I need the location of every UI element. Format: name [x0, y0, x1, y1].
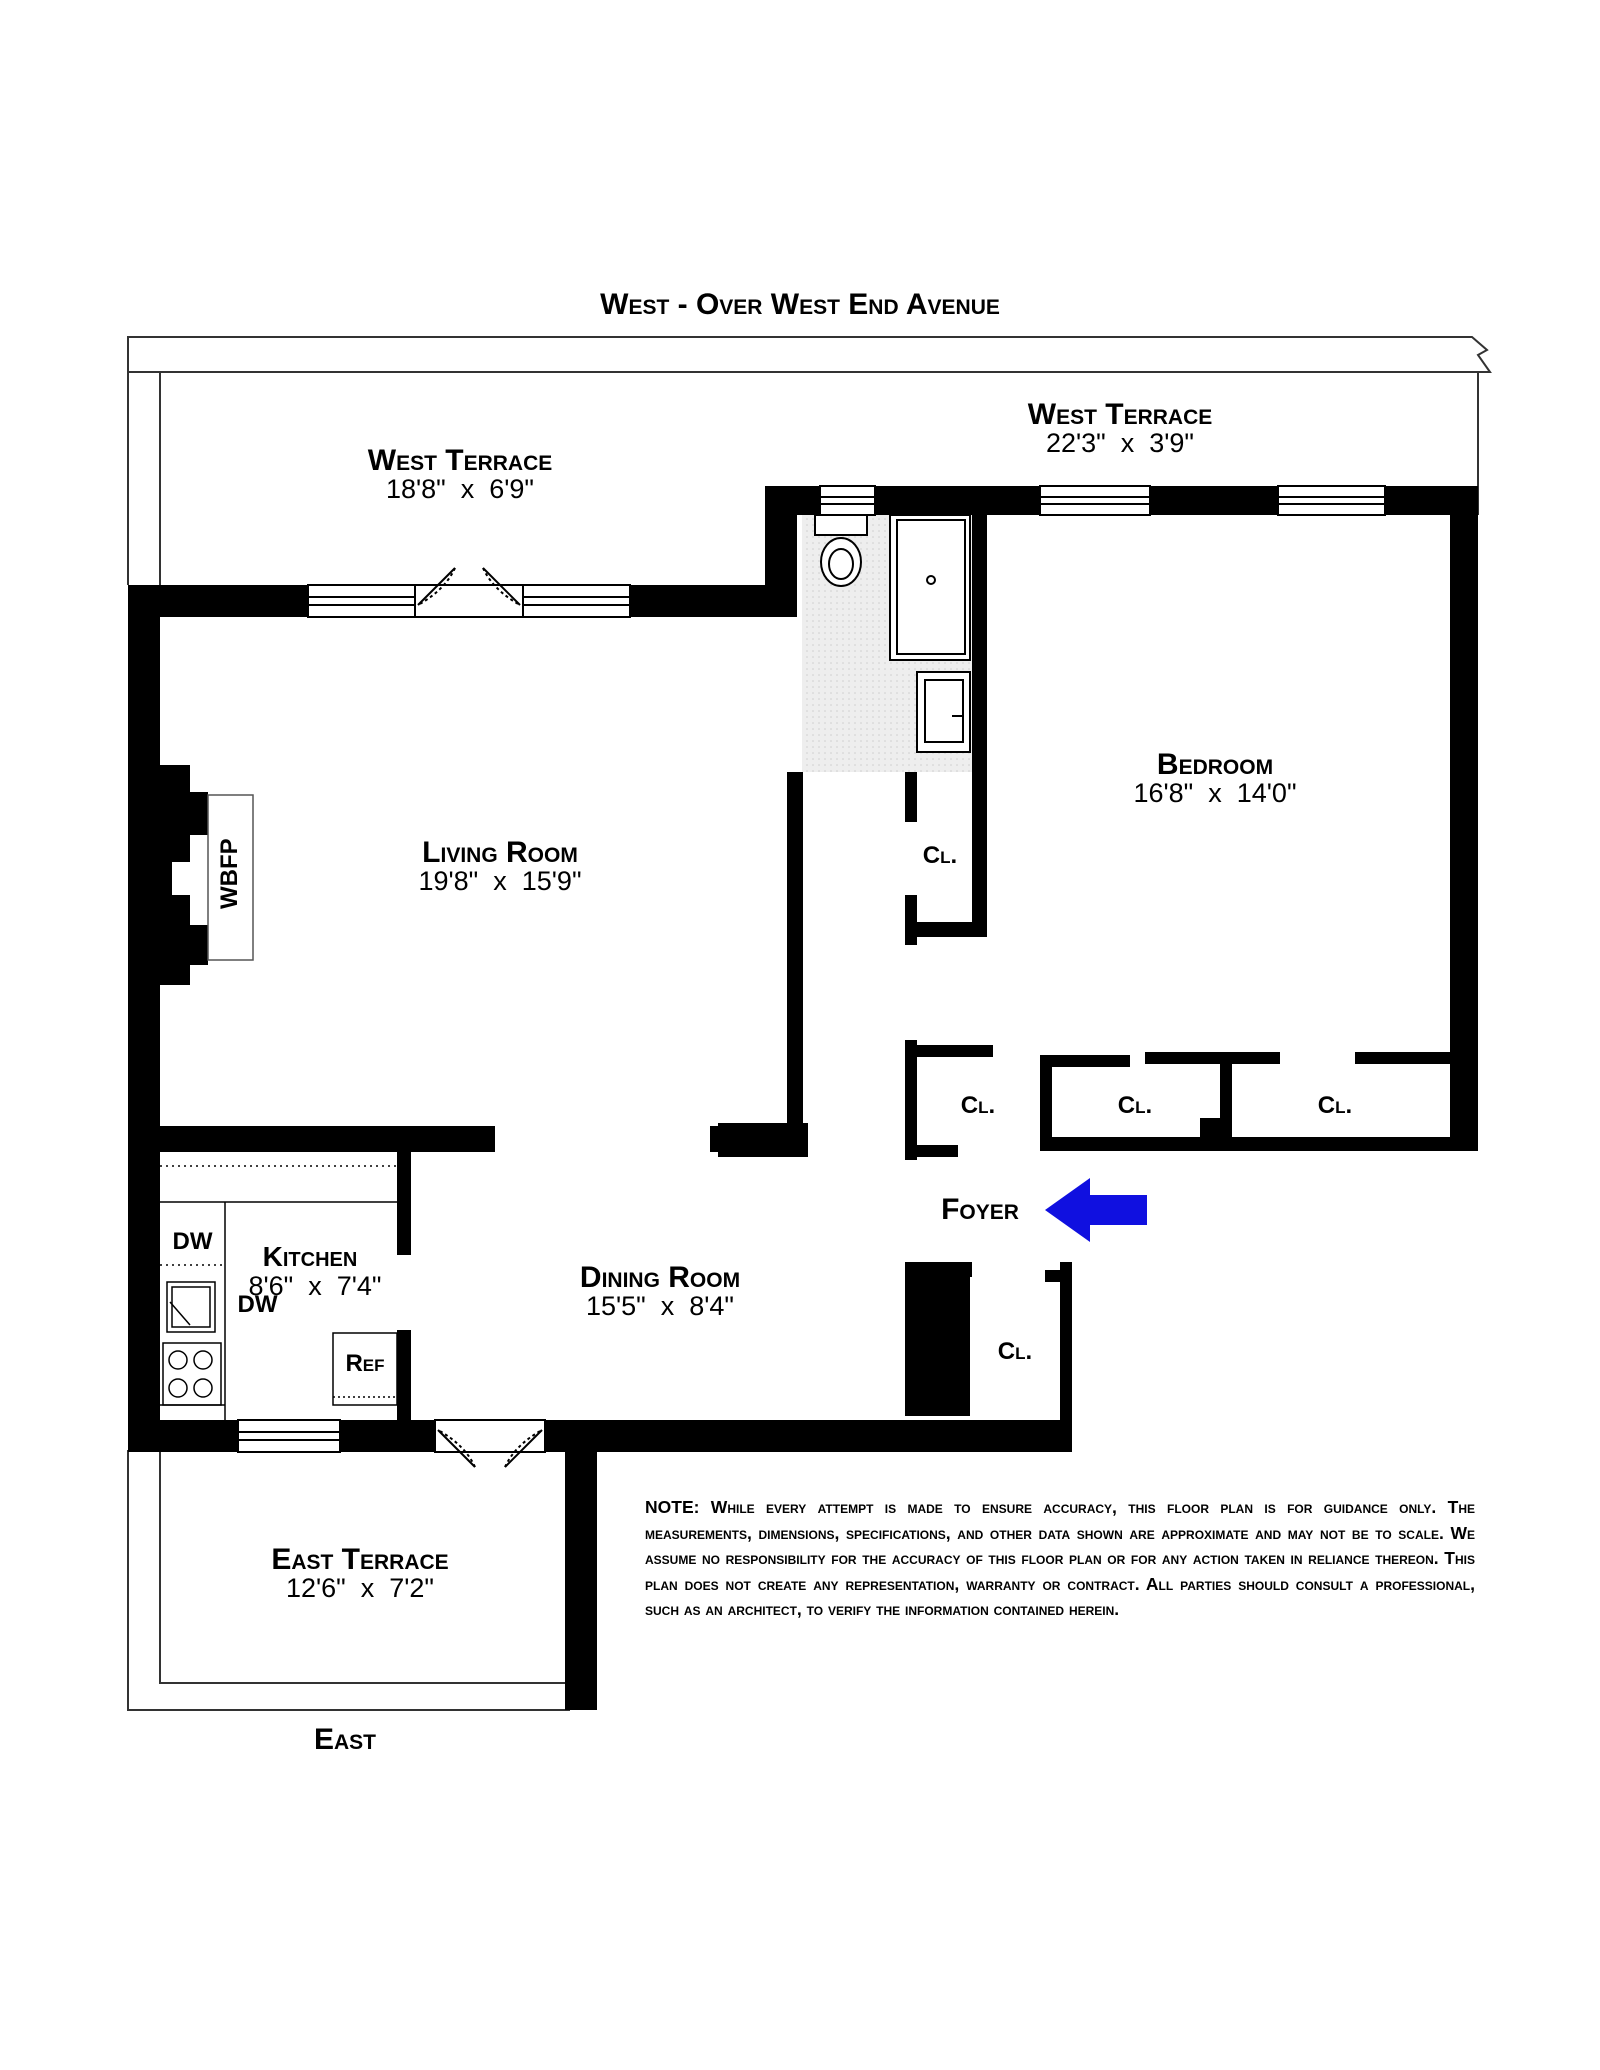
refrigerator-label: Ref [345, 1350, 385, 1377]
living-room-name: Living Room [422, 836, 578, 869]
dishwasher-label-1: DW [172, 1228, 213, 1255]
west-terrace-right-dim: 22'3" x 3'9" [1045, 428, 1195, 458]
dishwasher-label-2: DW [237, 1291, 278, 1318]
hearth [207, 794, 254, 961]
west-terrace-left-dim: 18'8" x 6'9" [385, 474, 535, 504]
west-terrace-right-name: West Terrace [1027, 398, 1213, 431]
dining-room-dim: 15'5" x 8'4" [585, 1291, 735, 1321]
west-terrace-left-name: West Terrace [367, 444, 553, 477]
walls [128, 486, 1478, 1710]
kitchen-name: Kitchen [262, 1241, 358, 1272]
bedroom-name: Bedroom [1156, 748, 1274, 781]
french-doors [414, 567, 546, 1468]
bedroom-dim: 16'8" x 14'0" [1133, 778, 1297, 808]
bath-closet-label: Cl. [922, 842, 958, 869]
east-terrace-name: East Terrace [271, 1543, 449, 1576]
windows [237, 485, 1386, 1453]
east-compass-label: East [313, 1723, 376, 1756]
kitchen-fixtures [160, 1165, 398, 1420]
foyer-closet-2-label: Cl. [997, 1338, 1033, 1365]
west-compass-label: West - Over West End Avenue [600, 288, 1000, 321]
entry-arrow [1045, 1178, 1147, 1242]
dining-room-name: Dining Room [579, 1261, 741, 1294]
east-terrace-dim: 12'6" x 7'2" [285, 1573, 435, 1603]
bedroom-closet-1-label: Cl. [1117, 1092, 1153, 1119]
disclaimer-note: NOTE: While every attempt is made to ens… [645, 1497, 1475, 1619]
bathroom-fixtures [814, 514, 971, 753]
kitchen-dim: 8'6" x 7'4" [248, 1271, 382, 1301]
bedroom-closet-2-label: Cl. [1317, 1092, 1353, 1119]
terrace-outlines [127, 336, 1492, 1711]
foyer-name: Foyer [941, 1193, 1019, 1226]
living-room-dim: 19'8" x 15'9" [418, 866, 582, 896]
fireplace-label: WBFP [216, 838, 243, 909]
foyer-closet-1-label: Cl. [960, 1092, 996, 1119]
